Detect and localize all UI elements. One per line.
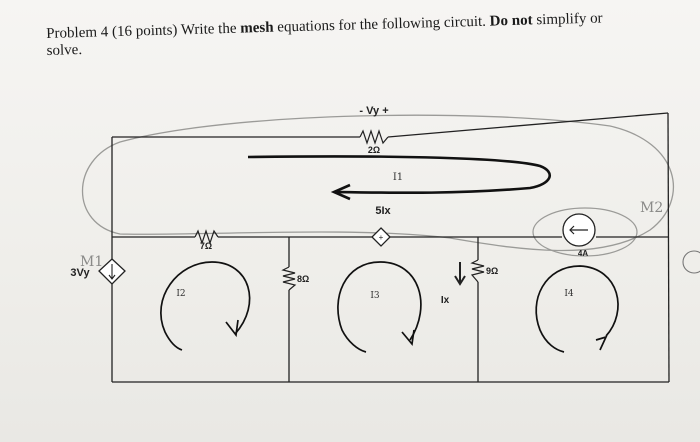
pencil-label-i2: I2 [176, 289, 185, 299]
dependent-source-3vy [98, 258, 126, 285]
pencil-mesh-i4-arrowhead [595, 335, 608, 351]
pencil-current-source-oval [532, 207, 638, 257]
label-3vy: 3Vy [70, 267, 90, 279]
label-9-ohm: 9Ω [486, 266, 498, 276]
pencil-label-i1: I1 [393, 172, 403, 183]
current-source-4a [562, 213, 596, 247]
label-5ix: 5Ix [375, 205, 391, 217]
resistor-9-ohm [470, 259, 485, 283]
resistor-8-ohm [281, 266, 297, 291]
svg-text:+: + [379, 233, 384, 242]
pencil-label-m2: M2 [640, 200, 663, 216]
label-8-ohm: 8Ω [297, 274, 309, 284]
pencil-right-edge-circle [682, 250, 700, 274]
pencil-mesh-i3-loop [337, 261, 422, 353]
pencil-mesh-i4-loop [535, 265, 619, 353]
vy-label: - Vy + [359, 105, 388, 117]
label-7-ohm: 7Ω [200, 241, 212, 251]
label-2-ohm: 2Ω [368, 145, 380, 155]
pencil-mesh-i2-arrowhead [225, 319, 239, 338]
pencil-label-m1: M1 [80, 254, 103, 270]
resistor-7-ohm [194, 229, 219, 245]
pencil-mesh-i2-loop [160, 261, 251, 351]
resistor-2-ohm [359, 129, 389, 145]
pencil-mesh-i1-arrowhead [330, 183, 351, 201]
ix-current-arrow [454, 262, 466, 286]
pencil-mesh-i3-arrowhead [401, 329, 415, 347]
dependent-source-5ix: + [371, 227, 391, 247]
pencil-mesh-i1-arrow [247, 155, 551, 195]
pencil-label-i3: I3 [370, 291, 380, 301]
label-ix: Ix [441, 295, 450, 306]
label-4a: 4A [578, 249, 588, 258]
pencil-label-i4: I4 [564, 289, 574, 299]
circuit-wires [111, 112, 670, 383]
pencil-supermesh-oval [82, 114, 674, 252]
